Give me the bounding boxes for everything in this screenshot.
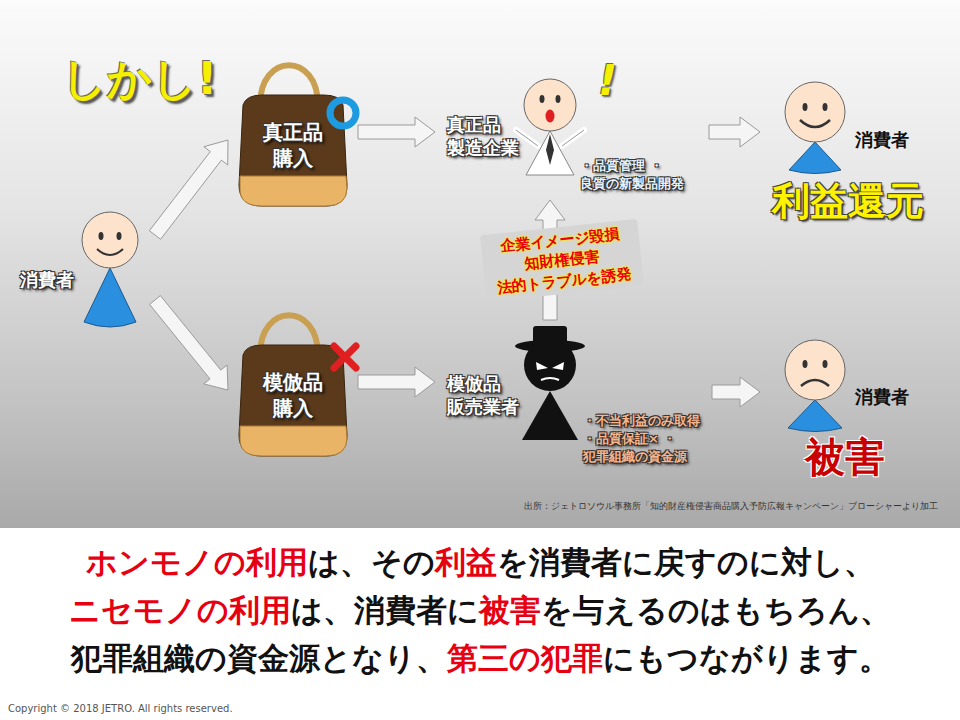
surprise-mark: ! bbox=[598, 56, 617, 105]
counterfeiter-figure bbox=[515, 326, 585, 440]
consumer-label: 消費者 bbox=[855, 385, 909, 409]
caption-emphasis: ホンモノの利用 bbox=[86, 544, 308, 580]
caption-emphasis: ニセモノの利用 bbox=[69, 592, 291, 628]
manufacturer-figure bbox=[516, 79, 584, 175]
caption-emphasis: 被害 bbox=[479, 592, 541, 628]
handbag-fake bbox=[239, 315, 356, 456]
seller-node: 模倣品 販売業者・不当利益のみ取得 ・品質保証× ・犯罪組織の資金源 bbox=[435, 320, 712, 480]
source-note: 出所：ジェトロソウル事務所「知的財産権侵害商品購入予防広報キャンペーン」ブローシ… bbox=[524, 500, 938, 513]
actor-label: 模倣品 販売業者 bbox=[447, 372, 526, 419]
manufacturer-node: 真正品 製造企業・品質管理 ・良質の新製品開発 bbox=[435, 65, 709, 200]
block-arrow bbox=[358, 117, 435, 147]
actor-label: 真正品 製造企業 bbox=[447, 113, 526, 160]
caption-emphasis: 第三の犯罪 bbox=[447, 640, 603, 676]
caption-emphasis: 利益 bbox=[435, 544, 497, 580]
heading-exclaim: しかし! bbox=[62, 50, 217, 109]
consumer-figure-happy bbox=[785, 82, 845, 174]
bullet-list: ・不当利益のみ取得 ・品質保証× ・犯罪組織の資金源 bbox=[583, 412, 708, 467]
block-arrow bbox=[149, 140, 228, 239]
consumer-label: 消費者 bbox=[855, 128, 909, 152]
caption-run: を消費者に戻すのに対し、 bbox=[497, 544, 875, 580]
consumer-node: 消費者利益還元 bbox=[760, 70, 950, 231]
caption-run: は、消費者に bbox=[291, 592, 479, 628]
consumer-label: 消費者 bbox=[20, 268, 74, 292]
benefit-label: 利益還元 bbox=[772, 176, 924, 227]
bag-label: 真正品 購入 bbox=[257, 119, 329, 171]
caption-run: は、その bbox=[308, 544, 435, 580]
genuine-purchase-node: 真正品 購入 bbox=[228, 55, 358, 210]
bag-label: 模倣品 購入 bbox=[257, 369, 329, 421]
consumer-node: 消費者被害 bbox=[760, 330, 950, 489]
caption-run: を与えるのはもちろん、 bbox=[541, 592, 891, 628]
caption-run: 犯罪組織の資金源となり、 bbox=[71, 640, 447, 676]
caption-run: にもつながります。 bbox=[603, 640, 890, 676]
handbag-genuine bbox=[239, 65, 356, 206]
block-arrow bbox=[150, 296, 228, 390]
block-arrow bbox=[358, 367, 435, 397]
consumer-figure-sad bbox=[785, 340, 845, 432]
copyright: Copyright © 2018 JETRO. All rights reser… bbox=[8, 703, 233, 714]
caption: ホンモノの利用は、その利益を消費者に戻すのに対し、ニセモノの利用は、消費者に被害… bbox=[0, 538, 960, 682]
harm-label: 被害 bbox=[805, 430, 885, 485]
bullet-list: ・品質管理 ・良質の新製品開発 bbox=[580, 157, 705, 193]
fake-purchase-node: 模倣品 購入 bbox=[228, 305, 358, 460]
block-arrow bbox=[712, 377, 760, 407]
block-arrow bbox=[709, 117, 760, 147]
consumer-node: 消費者 bbox=[15, 200, 155, 330]
consumer-figure bbox=[82, 212, 138, 327]
impact-callout: 企業イメージ毀損 知財権侵害 法的トラブルを誘発 bbox=[480, 219, 644, 302]
